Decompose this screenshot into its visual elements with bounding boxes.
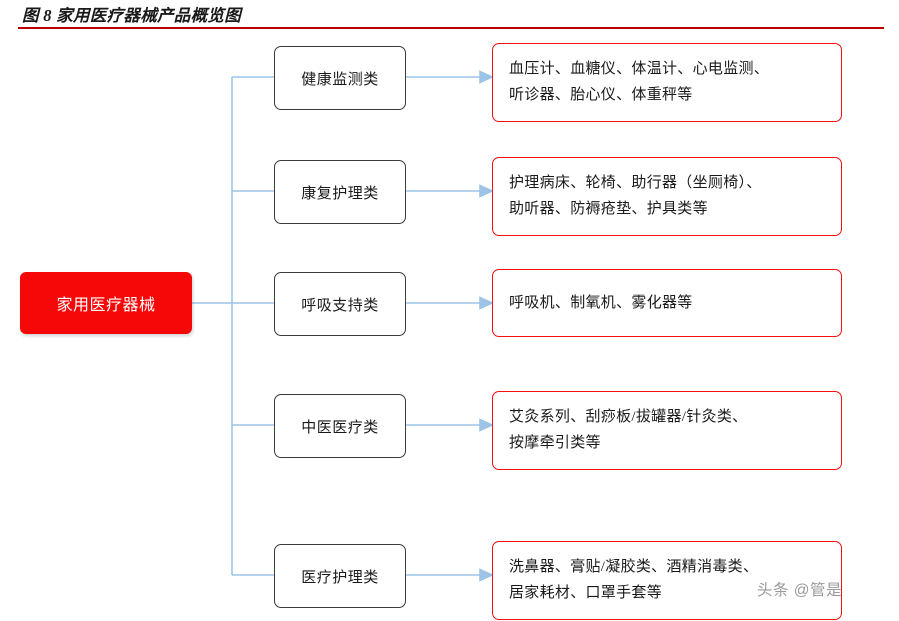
detail-line: 助听器、防褥疮垫、护具类等 bbox=[509, 201, 708, 218]
detail-node-rehab-care[interactable]: 护理病床、轮椅、助行器（坐厕椅）、 助听器、防褥疮垫、护具类等 bbox=[492, 157, 842, 236]
category-node-respiratory-support[interactable]: 呼吸支持类 bbox=[274, 272, 406, 336]
category-node-label: 医疗护理类 bbox=[301, 569, 379, 586]
category-node-rehab-care[interactable]: 康复护理类 bbox=[274, 160, 406, 224]
detail-node-tcm[interactable]: 艾灸系列、刮痧板/拔罐器/针灸类、 按摩牵引类等 bbox=[492, 391, 842, 470]
detail-node-medical-care[interactable]: 洗鼻器、膏贴/凝胶类、酒精消毒类、 居家耗材、口罩手套等 bbox=[492, 541, 842, 620]
figure-title-bar: 图 8 家用医疗器械产品概览图 bbox=[0, 0, 899, 30]
category-node-label: 呼吸支持类 bbox=[301, 297, 379, 314]
detail-node-health-monitoring[interactable]: 血压计、血糖仪、体温计、心电监测、 听诊器、胎心仪、体重秤等 bbox=[492, 43, 842, 122]
detail-line: 护理病床、轮椅、助行器（坐厕椅）、 bbox=[509, 175, 762, 191]
category-node-label: 健康监测类 bbox=[301, 71, 379, 88]
detail-line: 血压计、血糖仪、体温计、心电监测、 bbox=[509, 61, 770, 77]
detail-line: 按摩牵引类等 bbox=[509, 435, 601, 452]
title-divider bbox=[18, 27, 884, 29]
detail-line: 居家耗材、口罩手套等 bbox=[509, 585, 663, 602]
root-node-label: 家用医疗器械 bbox=[56, 297, 156, 314]
category-node-tcm[interactable]: 中医医疗类 bbox=[274, 394, 406, 458]
root-node[interactable]: 家用医疗器械 bbox=[20, 272, 192, 334]
detail-node-respiratory-support[interactable]: 呼吸机、制氧机、雾化器等 bbox=[492, 269, 842, 337]
detail-line: 呼吸机、制氧机、雾化器等 bbox=[509, 294, 693, 311]
category-node-medical-care[interactable]: 医疗护理类 bbox=[274, 544, 406, 608]
category-node-label: 中医医疗类 bbox=[301, 419, 379, 436]
category-node-label: 康复护理类 bbox=[301, 185, 379, 202]
detail-line: 洗鼻器、膏贴/凝胶类、酒精消毒类、 bbox=[509, 559, 759, 575]
detail-line: 听诊器、胎心仪、体重秤等 bbox=[509, 87, 693, 104]
watermark: 头条 @管是 bbox=[757, 582, 843, 599]
category-node-health-monitoring[interactable]: 健康监测类 bbox=[274, 46, 406, 110]
page-title: 图 8 家用医疗器械产品概览图 bbox=[22, 6, 241, 25]
detail-line: 艾灸系列、刮痧板/拔罐器/针灸类、 bbox=[509, 409, 748, 425]
